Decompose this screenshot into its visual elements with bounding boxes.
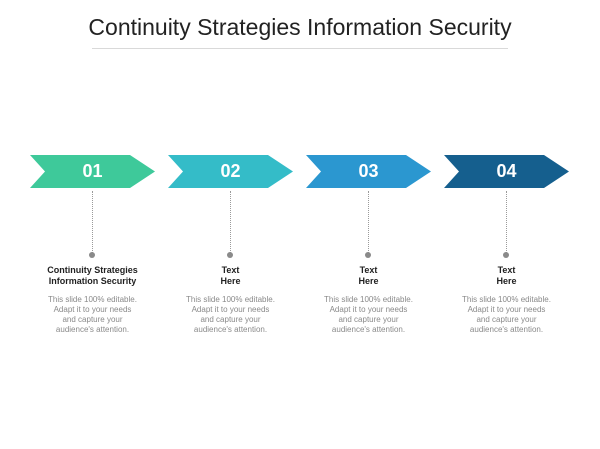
step-desc-line4: audience's attention. — [193, 325, 268, 334]
connector-dot — [365, 252, 371, 258]
step-title: Text Here — [296, 265, 441, 287]
step-desc-line4: audience's attention. — [331, 325, 406, 334]
connector-dot — [503, 252, 509, 258]
step-arrow — [30, 155, 155, 188]
step-number: 03 — [358, 161, 379, 181]
step-number: 01 — [82, 161, 103, 181]
step-desc-line3: and capture your — [338, 315, 399, 324]
connector-dot — [227, 252, 233, 258]
step-title-line2: Here — [220, 276, 241, 286]
step-desc-line1: This slide 100% editable. — [462, 295, 551, 304]
step-title-line2: Here — [358, 276, 379, 286]
step-arrow — [444, 155, 569, 188]
step-description: This slide 100% editable. Adapt it to yo… — [163, 295, 298, 335]
step-desc-line1: This slide 100% editable. — [48, 295, 137, 304]
step-title-line1: Text — [497, 265, 516, 275]
step-description: This slide 100% editable. Adapt it to yo… — [301, 295, 436, 335]
step-arrow — [168, 155, 293, 188]
connector-line — [92, 191, 93, 253]
step-desc-line1: This slide 100% editable. — [186, 295, 275, 304]
step-number: 02 — [220, 161, 241, 181]
step-01: 01 Continuity Strategies Information Sec… — [30, 155, 155, 345]
step-desc-line2: Adapt it to your needs — [191, 305, 270, 314]
connector-dot — [89, 252, 95, 258]
step-04: 04 Text Here This slide 100% editable. A… — [444, 155, 569, 345]
connector-line — [230, 191, 231, 253]
page-title: Continuity Strategies Information Securi… — [88, 14, 512, 40]
step-desc-line3: and capture your — [476, 315, 537, 324]
step-number: 04 — [496, 161, 517, 181]
step-description: This slide 100% editable. Adapt it to yo… — [25, 295, 160, 335]
connector-line — [506, 191, 507, 253]
step-desc-line3: and capture your — [200, 315, 261, 324]
step-desc-line2: Adapt it to your needs — [53, 305, 132, 314]
title-divider — [92, 48, 508, 49]
step-title: Text Here — [434, 265, 579, 287]
step-title-line2: Information Security — [48, 276, 137, 286]
step-03: 03 Text Here This slide 100% editable. A… — [306, 155, 431, 345]
step-title-line1: Text — [359, 265, 378, 275]
step-description: This slide 100% editable. Adapt it to yo… — [439, 295, 574, 335]
step-title-line1: Text — [221, 265, 240, 275]
connector-line — [368, 191, 369, 253]
step-title: Continuity Strategies Information Securi… — [20, 265, 165, 287]
step-02: 02 Text Here This slide 100% editable. A… — [168, 155, 293, 345]
step-desc-line2: Adapt it to your needs — [467, 305, 546, 314]
step-desc-line3: and capture your — [62, 315, 123, 324]
step-title-line1: Continuity Strategies — [47, 265, 138, 275]
step-title-line2: Here — [496, 276, 517, 286]
step-desc-line1: This slide 100% editable. — [324, 295, 413, 304]
step-arrow — [306, 155, 431, 188]
step-desc-line4: audience's attention. — [469, 325, 544, 334]
step-desc-line4: audience's attention. — [55, 325, 130, 334]
step-desc-line2: Adapt it to your needs — [329, 305, 408, 314]
step-title: Text Here — [158, 265, 303, 287]
